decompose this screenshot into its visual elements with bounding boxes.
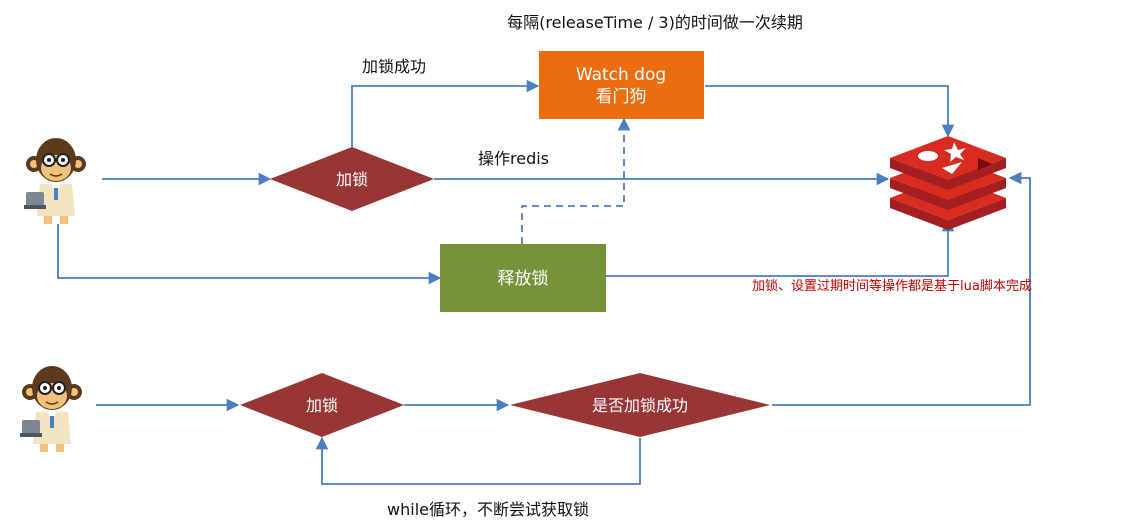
release-lock-box <box>440 244 606 312</box>
release-lock-label: 释放锁 <box>498 269 549 289</box>
retry-loop-label: while循环，不断尝试获取锁 <box>387 500 589 519</box>
watchdog-box <box>539 51 704 119</box>
redis-logo-icon <box>890 136 1006 230</box>
lock-diamond-1-label: 加锁 <box>336 170 368 189</box>
arrow-release-to-redis <box>606 218 955 277</box>
lock-diamond-2-label: 加锁 <box>306 396 338 415</box>
arrow-release-to-client1 <box>57 224 442 285</box>
arrow-check-to-redis <box>772 171 1031 406</box>
arrow-release-to-watchdog-dashed <box>521 117 631 244</box>
connector-arrows <box>57 79 1031 485</box>
lock-success-label: 加锁成功 <box>362 57 426 76</box>
arrow-watchdog-to-redis <box>705 85 955 138</box>
monkey-programmer-icon <box>23 137 87 225</box>
lua-note: 加锁、设置过期时间等操作都是基于lua脚本完成 <box>752 278 1032 294</box>
arrow-retry-loop <box>315 436 641 485</box>
check-success-label: 是否加锁成功 <box>592 396 688 415</box>
monkey-programmer-icon <box>19 365 83 453</box>
watchdog-label-line1: Watch dog <box>576 65 666 85</box>
check-success-diamond <box>510 373 770 437</box>
operate-redis-label: 操作redis <box>478 149 549 168</box>
arrow-lock-to-watchdog <box>351 79 540 147</box>
watchdog-label-line2: 看门狗 <box>596 87 647 107</box>
lock-diamond-1 <box>270 147 434 211</box>
renewal-note: 每隔(releaseTime / 3)的时间做一次续期 <box>507 13 803 32</box>
lock-diamond-2 <box>240 373 404 437</box>
